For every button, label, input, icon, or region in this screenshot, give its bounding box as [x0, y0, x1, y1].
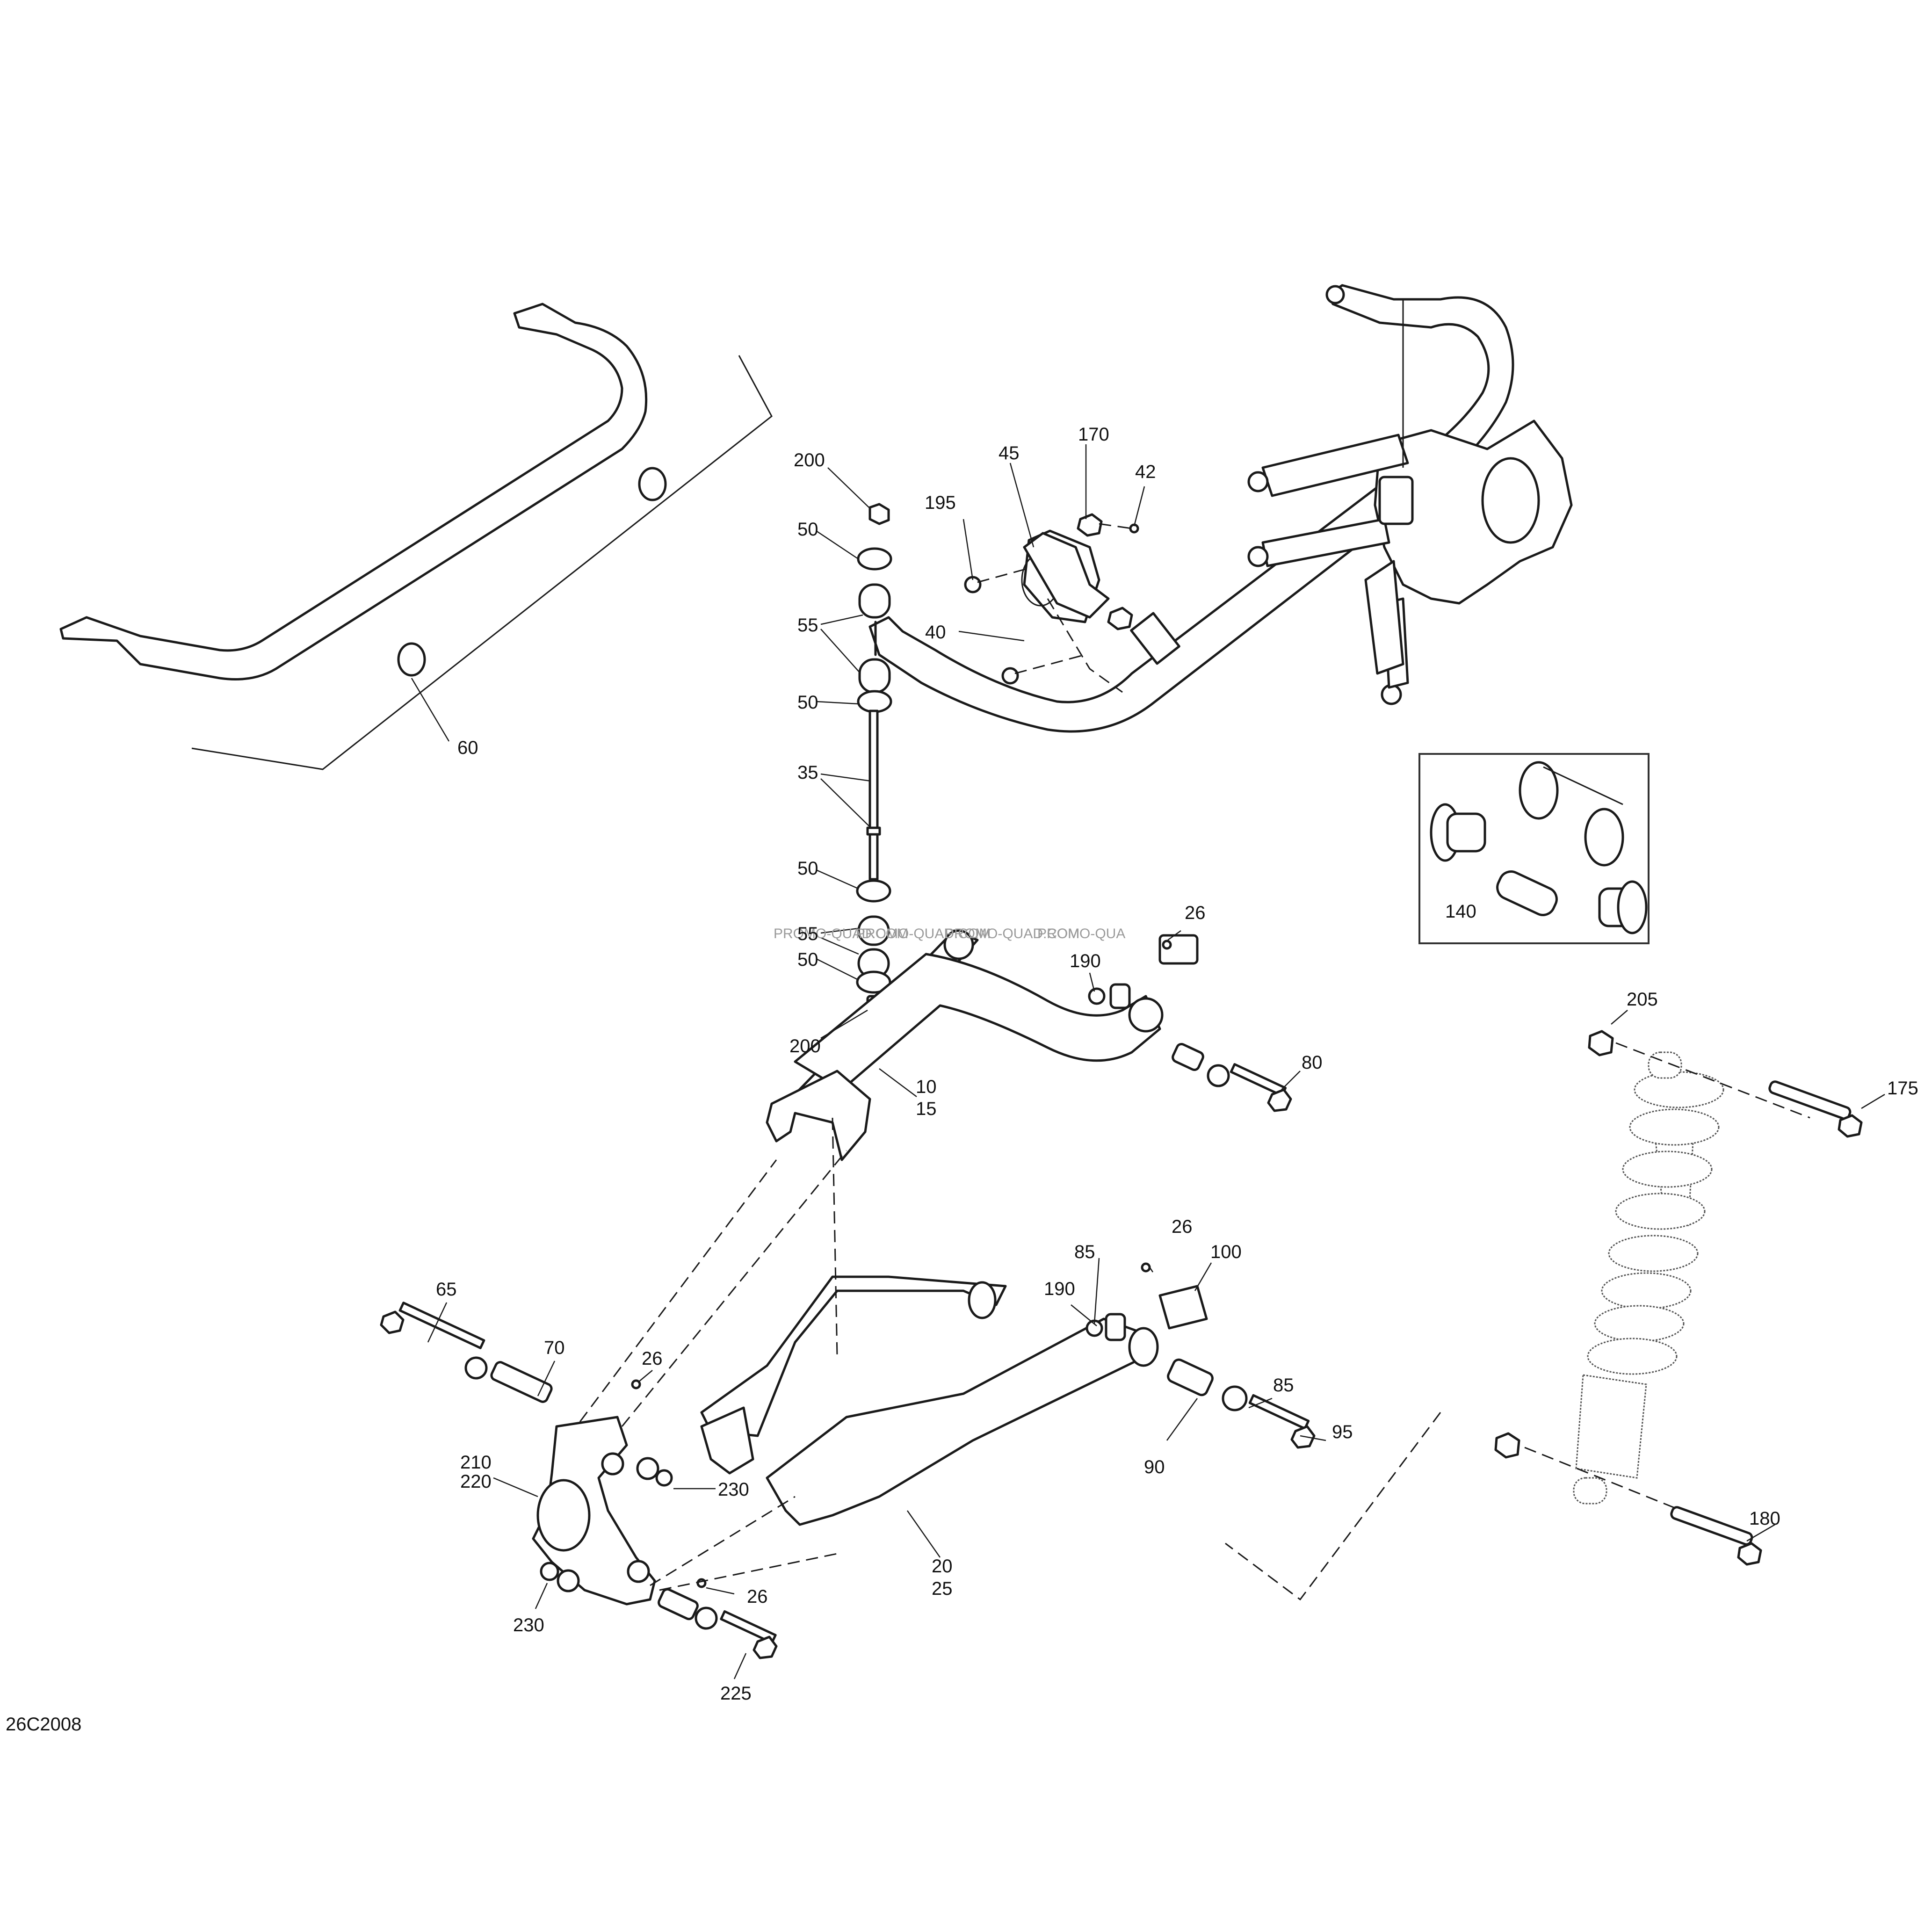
- callout-25[interactable]: 25: [932, 1578, 953, 1599]
- callout-100[interactable]: 100: [1210, 1242, 1242, 1262]
- callout-70[interactable]: 70: [544, 1338, 565, 1358]
- grease-fitting-26: [1162, 940, 1172, 950]
- callout-26[interactable]: 26: [747, 1586, 768, 1607]
- callout-10[interactable]: 10: [916, 1077, 937, 1097]
- callout-195[interactable]: 195: [925, 492, 956, 513]
- callout-50[interactable]: 50: [797, 949, 818, 970]
- callout-90[interactable]: 90: [1144, 1457, 1165, 1477]
- upper-a-arm: [766, 929, 1292, 1161]
- link-rod-35: [868, 709, 879, 881]
- callout-205[interactable]: 205: [1627, 989, 1658, 1010]
- bolt-180: [1737, 1542, 1762, 1566]
- bolt-175: [1838, 1114, 1863, 1138]
- callout-175[interactable]: 175: [1887, 1078, 1918, 1099]
- callout-45[interactable]: 45: [999, 443, 1020, 463]
- callout-15[interactable]: 15: [916, 1099, 937, 1119]
- callout-85[interactable]: 85: [1074, 1242, 1095, 1262]
- callout-80[interactable]: 80: [1302, 1052, 1323, 1073]
- nut-200-top: [868, 503, 890, 525]
- watermark-text: PROMO-QUA: [1037, 926, 1125, 941]
- callout-50[interactable]: 50: [797, 858, 818, 879]
- grommet-55b: [858, 658, 891, 694]
- nut-lower: [1494, 1432, 1520, 1459]
- callout-230[interactable]: 230: [718, 1479, 749, 1500]
- callout-42[interactable]: 42: [1135, 462, 1156, 482]
- bolt-95: [1290, 1425, 1316, 1449]
- callout-200[interactable]: 200: [794, 450, 825, 470]
- callout-26[interactable]: 26: [1172, 1216, 1193, 1237]
- knuckle: [380, 1150, 847, 1659]
- inset-label-140[interactable]: 140: [1445, 901, 1476, 922]
- callout-210[interactable]: 210: [460, 1452, 492, 1473]
- callout-50[interactable]: 50: [797, 692, 818, 713]
- callout-190[interactable]: 190: [1070, 951, 1101, 971]
- callout-55[interactable]: 55: [797, 615, 818, 636]
- clamp-group: [964, 513, 1139, 693]
- sway-bar-bushing-marker: [397, 642, 426, 677]
- inset-panel-140: [1418, 753, 1650, 944]
- bolt-170: [1077, 513, 1103, 537]
- washer-50d: [856, 970, 891, 994]
- callout-225[interactable]: 225: [720, 1683, 752, 1704]
- clamp-45: [1023, 532, 1110, 619]
- watermark-text: PROMO-QUAD.COM: [856, 926, 991, 941]
- callout-220[interactable]: 220: [460, 1471, 492, 1492]
- callout-180[interactable]: 180: [1749, 1508, 1780, 1529]
- callout-20[interactable]: 20: [932, 1556, 953, 1577]
- nut-205: [1588, 1030, 1614, 1056]
- callout-55[interactable]: 55: [797, 924, 818, 944]
- callout-labels: 200 50 55 50 35 50 55 50 200 195 45 170 …: [436, 424, 1918, 1704]
- watermark-text: PROMO-QUAD.COM: [945, 926, 1079, 941]
- callout-26[interactable]: 26: [1185, 903, 1206, 923]
- callout-85[interactable]: 85: [1273, 1375, 1294, 1396]
- sleeve: [1496, 870, 1558, 916]
- lower-a-arm: [700, 1117, 1316, 1526]
- callout-65[interactable]: 65: [436, 1279, 457, 1300]
- washer-50c: [856, 879, 891, 903]
- washer-50: [857, 547, 892, 571]
- callout-230[interactable]: 230: [513, 1615, 544, 1635]
- callout-190[interactable]: 190: [1044, 1279, 1075, 1299]
- washer-195b: [1001, 667, 1019, 685]
- bracket-100b: [1158, 1285, 1208, 1330]
- callout-95[interactable]: 95: [1332, 1422, 1353, 1442]
- bar-collar: [1130, 612, 1180, 665]
- callout-200[interactable]: 200: [789, 1036, 821, 1056]
- sway-bar-60: [59, 303, 773, 770]
- callout-40[interactable]: 40: [925, 622, 946, 643]
- leader-lines: [427, 444, 1885, 1679]
- callout-26[interactable]: 26: [642, 1348, 663, 1369]
- shock-absorber: [1225, 1030, 1863, 1601]
- callout-50[interactable]: 50: [797, 519, 818, 540]
- grommet-55c: [857, 915, 890, 946]
- sway-bar-assembly: [868, 284, 1573, 733]
- callout-35[interactable]: 35: [797, 762, 818, 783]
- grommet-55: [858, 583, 891, 619]
- reference-code: 26C2008: [6, 1714, 81, 1735]
- callout-170[interactable]: 170: [1078, 424, 1109, 445]
- watermark-strip: PROMO-QUAD.COM PROMO-QUAD.COM PROMO-QUAD…: [774, 926, 1125, 941]
- bolt-170b: [1107, 607, 1133, 630]
- hub-bore: [1481, 457, 1540, 544]
- sway-bar-bushing-marker: [638, 467, 667, 501]
- watermark-text: PROMO-QUAD.COM: [774, 926, 908, 941]
- bolt-80: [1267, 1088, 1292, 1112]
- washer-190: [1088, 987, 1106, 1005]
- washer-50b: [857, 690, 892, 713]
- callout-60[interactable]: 60: [457, 738, 478, 758]
- bracket-plate: [1519, 761, 1559, 820]
